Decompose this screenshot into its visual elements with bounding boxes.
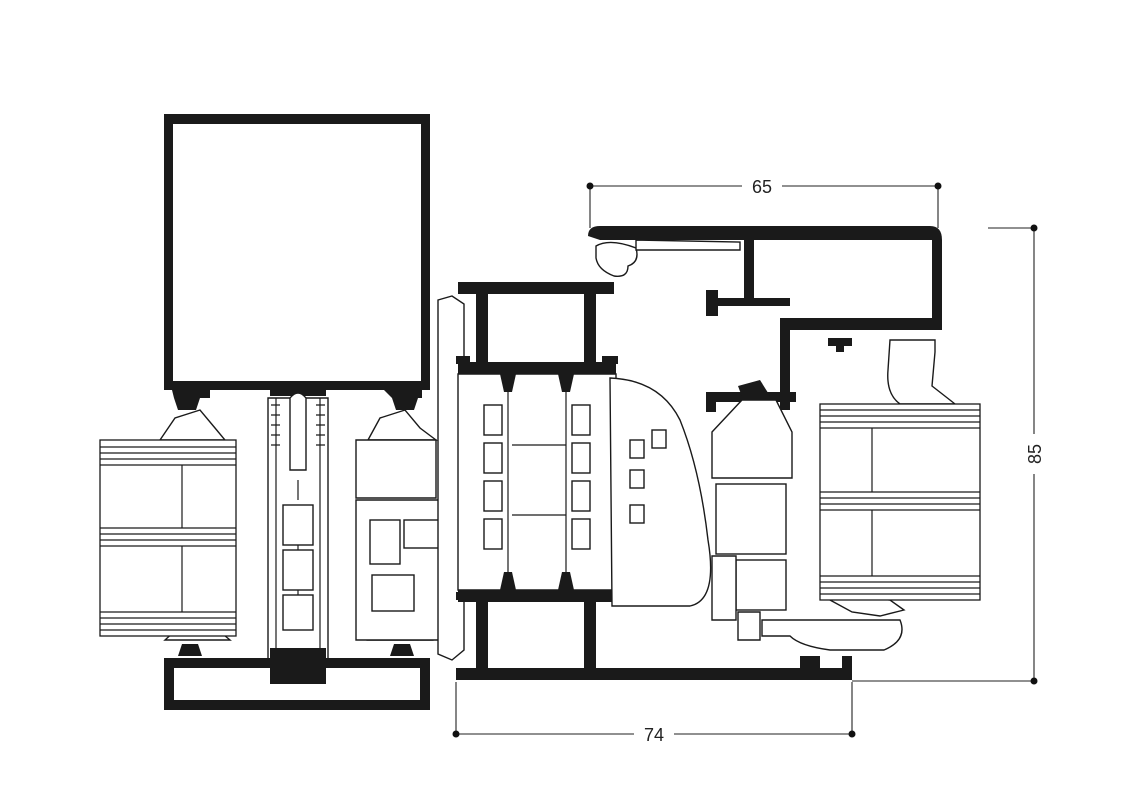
dimension-bottom: 74 [452,682,856,746]
vent-sash-profile [588,226,957,651]
sash-thermal-insert [609,377,712,607]
outer-frame-profile [456,282,852,680]
dimension-label-65: 65 [752,177,772,197]
right-glazing-unit [819,403,981,601]
dimension-label-74: 74 [644,725,664,745]
left-glazing-unit [99,439,237,637]
coupling-adapter [355,295,465,661]
mullion-profile [158,114,439,710]
dimension-label-85: 85 [1025,444,1045,464]
dimension-top: 65 [586,174,942,228]
dimension-right: 85 [852,224,1046,685]
